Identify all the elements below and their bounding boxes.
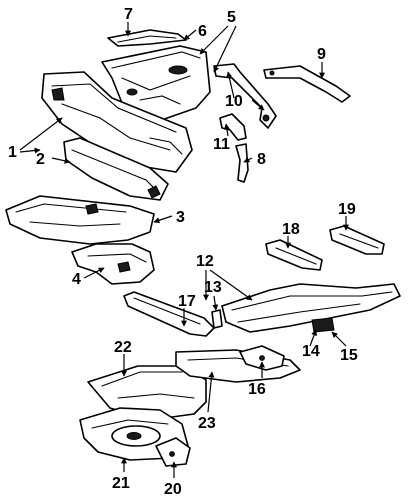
callout-18: 18 (282, 221, 300, 238)
part-13-plug (211, 309, 223, 329)
callout-3: 3 (176, 209, 185, 226)
part-16-bracket (239, 345, 285, 371)
callout-11: 11 (213, 136, 230, 153)
callout-21: 21 (112, 475, 130, 492)
part-8-bracket (235, 143, 249, 183)
callout-13: 13 (204, 279, 222, 296)
part-20-bracket (155, 437, 191, 467)
part-12-side-rail (221, 283, 401, 333)
callout-1: 1 (8, 144, 17, 161)
part-3-front-floor (5, 195, 155, 245)
callout-7: 7 (124, 6, 133, 23)
leader-lines (19, 22, 349, 478)
part-19-reinforcement (329, 225, 385, 255)
callout-9: 9 (317, 46, 326, 63)
callout-16: 16 (248, 381, 266, 398)
part-4-crossmember (71, 243, 155, 285)
callout-22: 22 (114, 339, 132, 356)
callout-19: 19 (338, 201, 356, 218)
callout-15: 15 (340, 347, 358, 364)
callout-12: 12 (196, 253, 214, 270)
part-9-crossmember (263, 65, 351, 103)
part-17-rocker (123, 291, 215, 337)
part-2-side-member (63, 137, 169, 201)
callout-labels: 7 6 5 9 10 11 8 1 2 3 4 18 19 12 13 17 1… (8, 6, 358, 498)
part-18-reinforcement (265, 239, 323, 271)
part-1-rear-floor (41, 71, 193, 173)
part-11-bracket (219, 113, 247, 141)
callout-6: 6 (198, 23, 207, 40)
callout-2: 2 (36, 151, 45, 168)
callout-4: 4 (72, 271, 81, 288)
callout-5: 5 (227, 9, 236, 26)
callout-17: 17 (178, 293, 196, 310)
callout-20: 20 (164, 481, 182, 498)
callout-23: 23 (198, 415, 216, 432)
callout-8: 8 (257, 151, 266, 168)
part-7-bracket (107, 29, 187, 47)
callout-14: 14 (302, 343, 320, 360)
callout-10: 10 (225, 93, 243, 110)
